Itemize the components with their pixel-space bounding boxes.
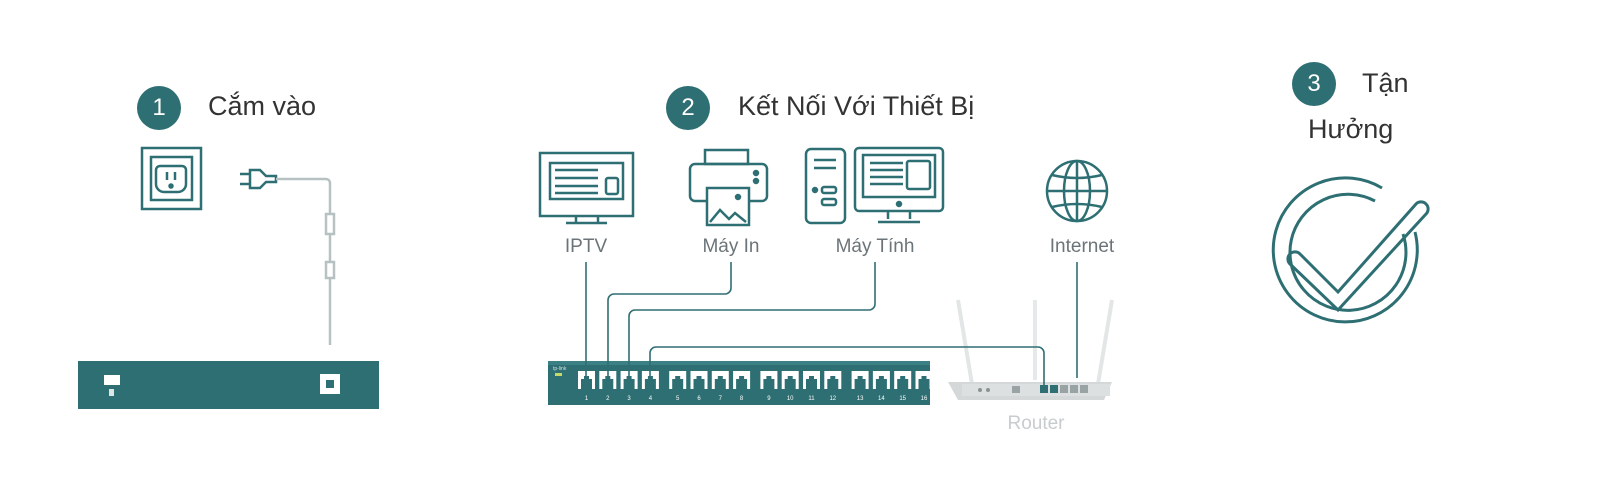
network-cables — [585, 262, 1078, 386]
iptv-label: IPTV — [564, 236, 608, 257]
wall-outlet-icon — [140, 146, 203, 211]
step-2-title: Kết Nối Với Thiết Bị — [738, 91, 975, 121]
tv-icon — [538, 151, 635, 225]
globe-icon — [1045, 159, 1109, 223]
power-cable — [276, 177, 336, 345]
printer-label: Máy In — [702, 236, 760, 257]
switch-port-socket — [623, 376, 635, 389]
switch-port-number: 6 — [697, 396, 701, 402]
router-label: Router — [1007, 413, 1065, 434]
internet-label: Internet — [1049, 236, 1115, 257]
switch-port-number: 15 — [899, 396, 906, 402]
switch-port-socket — [763, 376, 775, 389]
switch-port-socket — [897, 376, 909, 389]
printer-icon — [688, 148, 769, 227]
switch-port-socket — [784, 376, 796, 389]
switch-port-number: 10 — [787, 396, 794, 402]
switch-port-socket — [693, 376, 705, 389]
switch-port-number: 1 — [585, 396, 589, 402]
switch-port-socket — [581, 376, 592, 389]
switch-power-led — [555, 373, 562, 376]
step-3-title-line2: Hưởng — [1308, 114, 1394, 144]
switch-port-socket — [736, 376, 748, 389]
computer-icon — [804, 146, 945, 225]
router-icon — [948, 299, 1114, 400]
switch-port-number: 8 — [740, 396, 744, 402]
switch-port-socket — [602, 376, 614, 389]
switch-brand-label: tp-link — [553, 366, 567, 372]
switch-port-number: 2 — [606, 396, 610, 402]
switch-port-number: 5 — [676, 396, 680, 402]
switch-port-number: 16 — [921, 396, 928, 402]
step-1-title: Cắm vào — [208, 91, 317, 121]
step-3-number: 3 — [1292, 62, 1336, 106]
switch-port-number: 9 — [767, 396, 771, 402]
switch-port-socket — [644, 376, 656, 389]
switch-port-socket — [875, 376, 887, 389]
check-circle-icon — [1271, 176, 1430, 324]
switch-port-socket — [714, 376, 726, 389]
switch-port-number: 11 — [808, 396, 815, 402]
switch-port-socket — [854, 376, 866, 389]
switch-port-socket — [827, 376, 839, 389]
switch-port-number: 4 — [649, 396, 653, 402]
computer-label: Máy Tính — [835, 236, 915, 257]
switch-port-socket — [806, 376, 817, 389]
power-plug-icon — [240, 168, 278, 190]
switch-port-number: 3 — [627, 396, 631, 402]
switch-port-number: 13 — [857, 396, 864, 402]
switch-port-number: 14 — [878, 396, 885, 402]
switch-port-socket — [672, 376, 684, 389]
step-1-number: 1 — [137, 86, 181, 130]
step-2-number: 2 — [666, 86, 710, 130]
switch-port-number: 7 — [719, 396, 723, 402]
switch-port-number: 12 — [829, 396, 836, 402]
switch-port-socket — [918, 376, 930, 389]
step-3-title-line1: Tận — [1362, 68, 1409, 98]
switch-back-panel — [78, 361, 379, 409]
